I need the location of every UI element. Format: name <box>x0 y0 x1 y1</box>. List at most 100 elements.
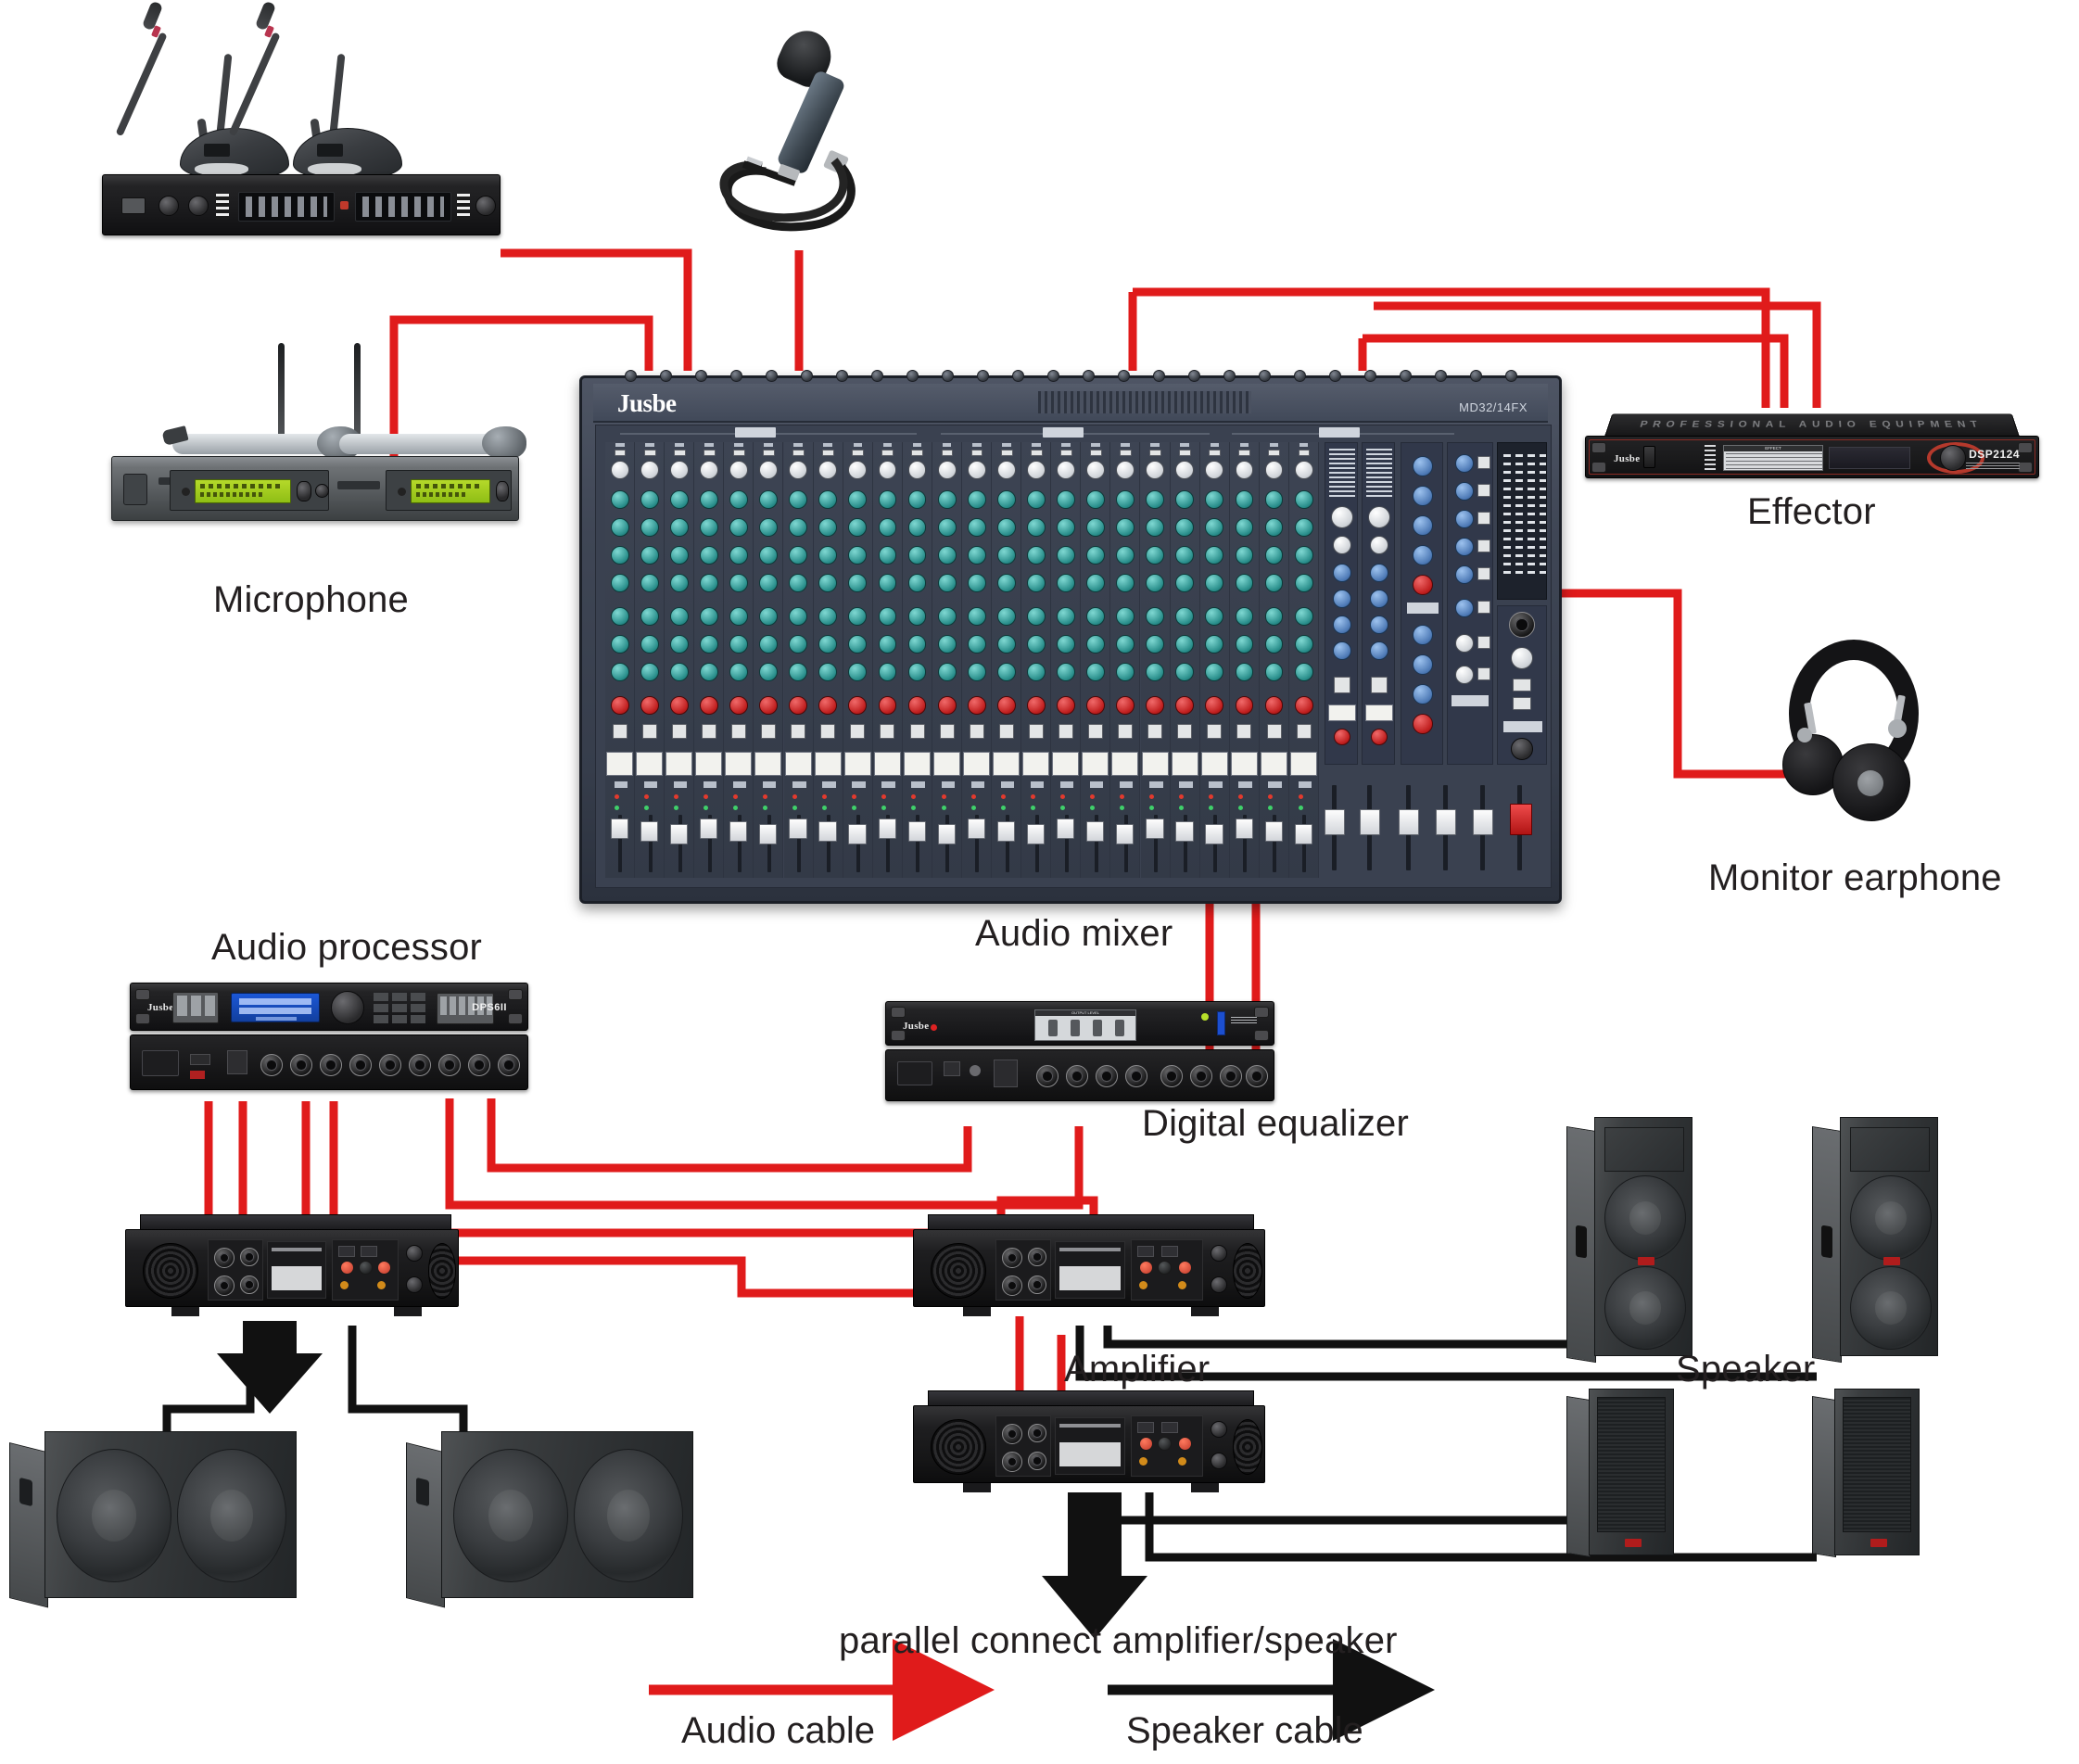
channel-aux-knob-2[interactable] <box>640 635 659 654</box>
channel-pan-knob[interactable] <box>1205 696 1224 715</box>
amp-left-input-b[interactable] <box>214 1275 235 1296</box>
channel-eq-knob-3[interactable] <box>878 546 897 565</box>
channel-pan-knob[interactable] <box>729 696 748 715</box>
channel-eq-knob-2[interactable] <box>1116 518 1135 537</box>
equalizer-out-3[interactable] <box>1066 1065 1088 1087</box>
mixer-channel-15[interactable] <box>1021 442 1052 878</box>
effector-jog-wheel[interactable] <box>1940 445 1966 471</box>
channel-aux-knob-1[interactable] <box>759 607 779 626</box>
channel-eq-knob-1[interactable] <box>1086 490 1105 509</box>
channel-aux-knob-3[interactable] <box>878 663 897 681</box>
channel-pan-knob[interactable] <box>1294 696 1313 715</box>
group-fader-2[interactable] <box>1360 809 1380 835</box>
receiver-knob-2[interactable] <box>398 488 406 496</box>
channel-eq-knob-1[interactable] <box>1264 490 1284 509</box>
channel-aux-knob-2[interactable] <box>1146 635 1165 654</box>
channel-eq-knob-4[interactable] <box>1146 574 1165 592</box>
processor-jog-knob[interactable] <box>331 991 364 1024</box>
channel-eq-knob-2[interactable] <box>729 518 748 537</box>
channel-eq-knob-3[interactable] <box>1264 546 1284 565</box>
channel-aux-knob-2[interactable] <box>1175 635 1195 654</box>
channel-mute-button[interactable] <box>761 724 777 740</box>
mixer-channel-24[interactable] <box>1288 442 1319 878</box>
channel-mute-button[interactable] <box>701 724 716 740</box>
subwoofer-right[interactable] <box>406 1426 693 1611</box>
channel-eq-knob-2[interactable] <box>1235 518 1254 537</box>
wireless-microphone-receiver[interactable] <box>111 343 526 575</box>
channel-aux-knob-3[interactable] <box>1205 663 1224 681</box>
channel-gain-knob[interactable] <box>967 461 986 479</box>
group-fader-5[interactable] <box>1473 809 1493 835</box>
channel-aux-knob-2[interactable] <box>937 635 957 654</box>
channel-eq-knob-3[interactable] <box>789 546 808 565</box>
processor-keypad[interactable] <box>374 993 425 1023</box>
channel-pan-knob[interactable] <box>759 696 779 715</box>
channel-fader[interactable] <box>1026 824 1046 844</box>
channel-pan-knob[interactable] <box>1264 696 1284 715</box>
channel-pan-knob[interactable] <box>640 696 659 715</box>
channel-pad-button[interactable] <box>1089 450 1102 456</box>
channel-pad-button[interactable] <box>732 450 745 456</box>
channel-aux-knob-1[interactable] <box>669 607 689 626</box>
channel-eq-knob-4[interactable] <box>759 574 779 592</box>
channel-eq-knob-2[interactable] <box>1026 518 1046 537</box>
channel-mute-button[interactable] <box>1058 724 1073 740</box>
channel-aux-knob-3[interactable] <box>789 663 808 681</box>
channel-aux-knob-1[interactable] <box>848 607 868 626</box>
effector-front-panel[interactable]: Jusbe EFFECT DSP2124 <box>1585 436 2039 478</box>
equalizer-in-4[interactable] <box>1160 1065 1183 1087</box>
mixer-channel-22[interactable] <box>1229 442 1260 878</box>
channel-pad-button[interactable] <box>881 450 894 456</box>
channel-pan-knob[interactable] <box>1026 696 1046 715</box>
channel-aux-knob-2[interactable] <box>1264 635 1284 654</box>
channel-eq-knob-4[interactable] <box>848 574 868 592</box>
channel-aux-knob-2[interactable] <box>1294 635 1313 654</box>
channel-aux-knob-1[interactable] <box>996 607 1016 626</box>
equalizer-out-1[interactable] <box>1125 1065 1147 1087</box>
mixer-channel-8[interactable] <box>813 442 843 878</box>
channel-eq-knob-4[interactable] <box>1175 574 1195 592</box>
amp-left-gain-b[interactable] <box>406 1276 423 1293</box>
mixer-channel-16[interactable] <box>1051 442 1082 878</box>
channel-fader[interactable] <box>759 824 778 844</box>
channel-aux-knob-2[interactable] <box>1235 635 1254 654</box>
channel-aux-knob-1[interactable] <box>1175 607 1195 626</box>
channel-fader[interactable] <box>818 821 837 842</box>
channel-aux-knob-3[interactable] <box>1146 663 1165 681</box>
wireless-receiver-chassis[interactable] <box>111 456 519 521</box>
channel-aux-knob-1[interactable] <box>1205 607 1224 626</box>
channel-eq-knob-3[interactable] <box>1086 546 1105 565</box>
channel-eq-knob-2[interactable] <box>848 518 868 537</box>
channel-gain-knob[interactable] <box>848 461 868 479</box>
channel-pad-button[interactable] <box>643 450 656 456</box>
mixer-channel-14[interactable] <box>992 442 1022 878</box>
channel-aux-knob-1[interactable] <box>967 607 986 626</box>
mixer-master-section[interactable] <box>1325 442 1547 878</box>
channel-eq-knob-3[interactable] <box>700 546 718 565</box>
group-fader-4[interactable] <box>1436 809 1456 835</box>
processor-output-buttons[interactable] <box>437 993 494 1024</box>
channel-aux-knob-1[interactable] <box>1086 607 1105 626</box>
channel-gain-knob[interactable] <box>610 461 629 479</box>
amp-low-bind-red-1[interactable] <box>1139 1437 1153 1451</box>
receiver-knob-1[interactable] <box>182 488 190 496</box>
channel-aux-knob-2[interactable] <box>818 635 838 654</box>
channel-gain-knob[interactable] <box>1086 461 1105 479</box>
channel-fader[interactable] <box>700 819 718 839</box>
amp-left-rear-panel[interactable] <box>125 1229 459 1307</box>
channel-eq-knob-4[interactable] <box>1086 574 1105 592</box>
amplifier-mid[interactable] <box>913 1214 1265 1330</box>
channel-gain-knob[interactable] <box>729 461 748 479</box>
channel-pan-knob[interactable] <box>1057 696 1075 715</box>
channel-eq-knob-1[interactable] <box>1235 490 1254 509</box>
mixer-channel-11[interactable] <box>902 442 932 878</box>
channel-eq-knob-3[interactable] <box>1146 546 1165 565</box>
channel-aux-knob-2[interactable] <box>700 635 718 654</box>
channel-fader[interactable] <box>789 819 807 839</box>
channel-eq-knob-3[interactable] <box>669 546 689 565</box>
channel-mute-button[interactable] <box>1236 724 1252 740</box>
equalizer-blue-button[interactable] <box>1217 1011 1225 1035</box>
channel-pan-knob[interactable] <box>907 696 927 715</box>
channel-fader[interactable] <box>1205 824 1223 844</box>
channel-aux-knob-2[interactable] <box>1116 635 1135 654</box>
